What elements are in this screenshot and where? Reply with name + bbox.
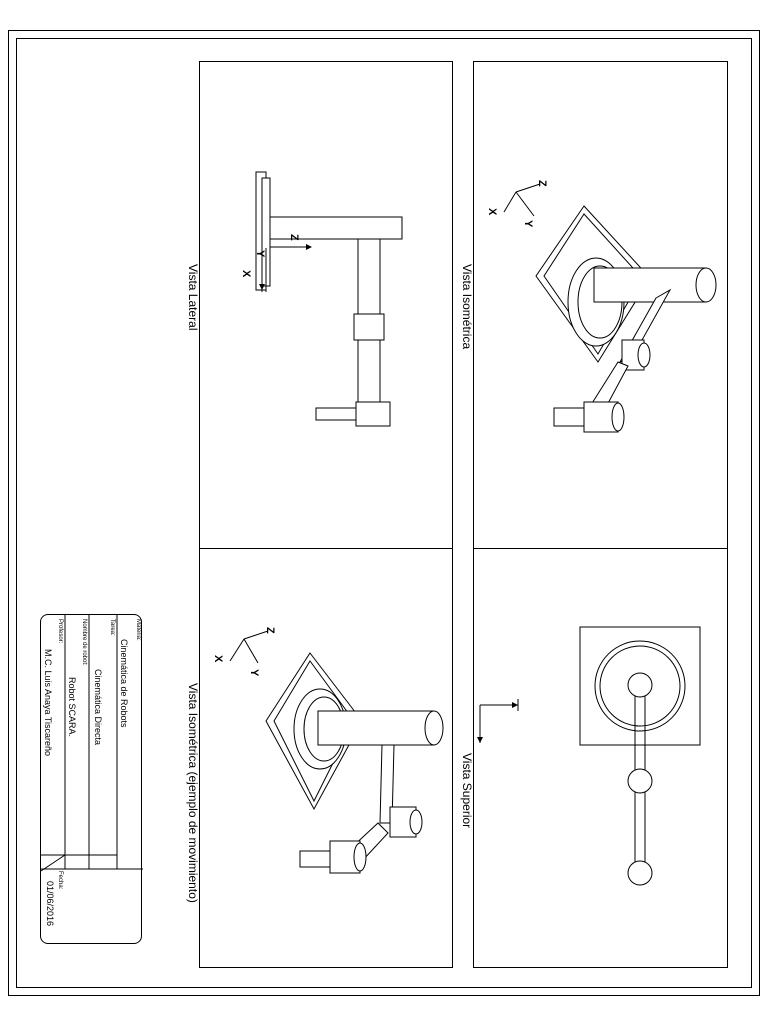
isometric-example-axis-y: Y [248, 669, 260, 677]
subject-value: Cinemática de Robots [119, 639, 129, 728]
subject-label: Materia: [135, 619, 141, 641]
isometric-example-drawing [229, 630, 444, 874]
top-view-title: Vista Superior [460, 753, 474, 829]
isometric-example-axis-x: X [212, 655, 224, 663]
isometric-view-title: Vista Isométrica [460, 264, 474, 350]
isometric-example-title: Vista Isométrica (ejemplo de movimiento) [186, 683, 200, 903]
lateral-view-title: Vista Lateral [186, 264, 200, 331]
task-label: Tarea: [109, 619, 115, 636]
isometric-example-panel: Z X Y Vista Isométrica (ejemplo de movim… [186, 548, 453, 968]
lateral-axis-x: X [240, 270, 252, 278]
robot-label: Nombre de robot: [81, 619, 87, 666]
lateral-axis-z: Z [288, 234, 300, 241]
title-block-lines [40, 615, 143, 872]
isometric-axis-y: Y [522, 220, 534, 228]
isometric-view-panel: Z X Y Vista Isométrica [460, 61, 728, 549]
teacher-label: Profesor: [57, 619, 63, 644]
isometric-example-axis-z: Z [264, 627, 276, 634]
isometric-axis-x: X [486, 208, 498, 216]
isometric-view-drawing [503, 183, 717, 433]
top-view-panel: Vista Superior [460, 548, 728, 968]
title-block: Materia: Cinemática de Robots Tarea: Cin… [40, 614, 143, 944]
isometric-axis-z: Z [536, 180, 548, 187]
lateral-axis-y: Y [254, 250, 266, 258]
inner-border [16, 38, 752, 988]
date-label: Fecha: [57, 871, 63, 890]
lateral-view-panel: Z Y X Vista Lateral [186, 61, 453, 549]
task-value: Cinemática Directa [93, 669, 103, 746]
teacher-value: M.C. Luis Anaya Tiscareño [43, 649, 53, 757]
outer-border [8, 30, 760, 996]
date-value: 01/06/2016 [45, 881, 55, 927]
lateral-view-drawing [255, 171, 403, 427]
robot-value: Robot SCARA. [67, 677, 77, 738]
top-view-drawing [477, 626, 701, 886]
